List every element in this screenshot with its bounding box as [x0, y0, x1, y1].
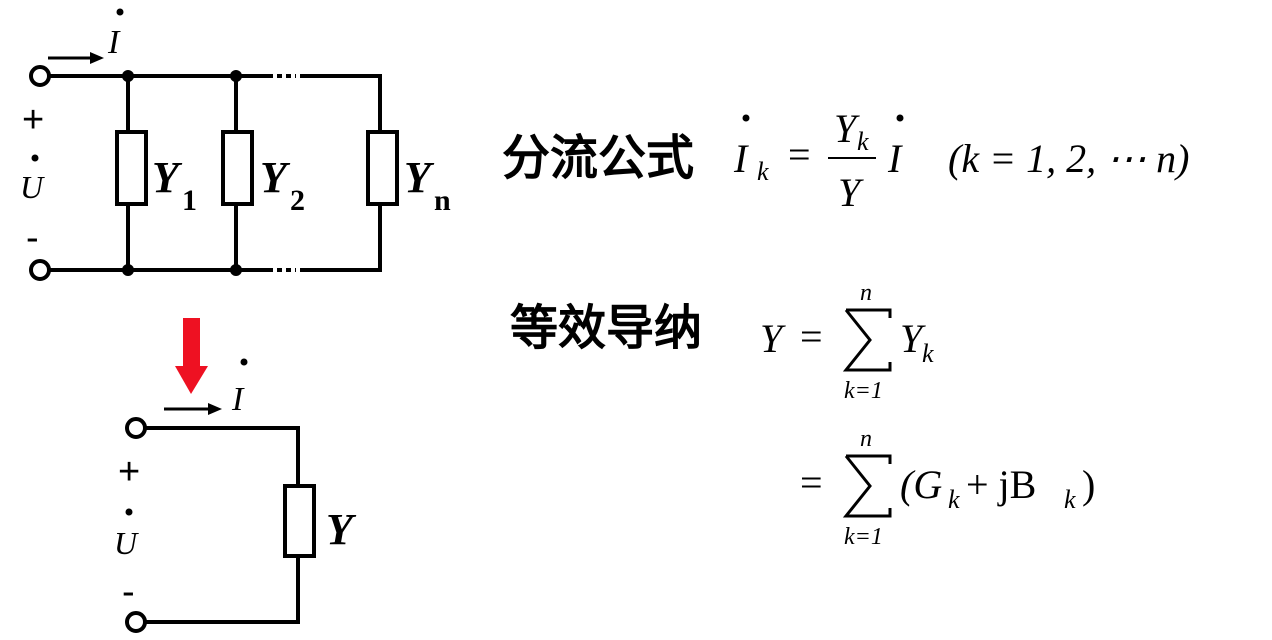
sigma-icon — [842, 454, 892, 518]
admittance-yn-resistor — [366, 130, 399, 206]
line2-mid: + jB — [966, 462, 1036, 507]
terminal-top — [125, 417, 147, 439]
terminal-bottom — [125, 611, 147, 633]
sum-term: Y — [900, 316, 926, 361]
admittance-y1-subscript: 1 — [182, 184, 197, 217]
current-divider-lhs: I — [733, 136, 749, 181]
line2-sum-lower-limit: k=1 — [844, 524, 883, 550]
admittance-y-resistor — [283, 484, 316, 558]
admittance-y1-resistor — [115, 130, 148, 206]
current-arrow-icon — [48, 52, 104, 64]
admittance-yn-label: Y — [404, 153, 435, 202]
admittance-y2-subscript: 2 — [290, 184, 305, 217]
admittance-yn-subscript: n — [434, 184, 451, 217]
current-arrow-icon — [164, 403, 222, 415]
plus-sign: + — [118, 451, 140, 493]
admittance-y1-label: Y — [152, 153, 183, 202]
admittance-y2-resistor — [221, 130, 254, 206]
parallel-circuit — [50, 74, 399, 272]
plus-sign: + — [22, 99, 44, 141]
terminal-top — [29, 65, 51, 87]
equivalent-wire-bottom — [146, 556, 300, 624]
current-phasor-dot — [116, 8, 124, 16]
line2-close: ) — [1082, 462, 1095, 507]
phasor-dot — [742, 114, 750, 122]
equivalent-wire — [146, 426, 300, 486]
admittance-y-label: Y — [326, 505, 357, 554]
voltage-symbol: U — [114, 525, 139, 561]
line2-subscript-2: k — [1064, 485, 1076, 514]
admittance-y2-label: Y — [260, 153, 291, 202]
voltage-phasor-dot — [31, 154, 39, 162]
line2-subscript-1: k — [948, 485, 960, 514]
junction-dot — [122, 264, 134, 276]
current-phasor-dot — [240, 358, 248, 366]
line2-open: (G — [900, 462, 942, 507]
junction-dot — [230, 70, 242, 82]
current-divider-rhs: I — [887, 136, 903, 181]
minus-sign: - — [122, 571, 135, 613]
sum-term-subscript: k — [922, 339, 934, 368]
junction-dot — [122, 70, 134, 82]
current-symbol: I — [231, 381, 245, 418]
junction-dots — [122, 70, 242, 276]
fraction-denominator: Y — [838, 170, 864, 215]
minus-sign: - — [26, 217, 39, 259]
sum-lower-limit: k=1 — [844, 378, 883, 404]
current-divider-lhs-subscript: k — [757, 157, 769, 186]
voltage-phasor-dot — [125, 508, 133, 516]
equivalent-admittance-lhs: Y — [760, 316, 786, 361]
current-divider-equals: = — [788, 132, 811, 177]
equivalent-admittance-equals: = — [800, 314, 823, 359]
terminal-bottom — [29, 259, 51, 281]
sigma-icon — [842, 308, 892, 372]
current-divider-label: 分流公式 — [502, 130, 694, 186]
fraction-numerator-subscript: k — [857, 127, 869, 156]
current-divider-range: (k = 1, 2, ⋯ n) — [948, 136, 1189, 181]
equivalent-admittance-label: 等效导纳 — [510, 300, 702, 356]
sum-upper-limit: n — [860, 280, 872, 306]
line2-equals: = — [800, 460, 823, 505]
equivalent-circuit — [146, 426, 316, 624]
down-arrow-icon — [175, 318, 208, 394]
phasor-dot — [896, 114, 904, 122]
current-symbol: I — [107, 24, 121, 61]
line2-sum-upper-limit: n — [860, 426, 872, 452]
junction-dot — [230, 264, 242, 276]
voltage-symbol: U — [20, 169, 45, 205]
fraction-numerator: Y — [834, 106, 860, 151]
